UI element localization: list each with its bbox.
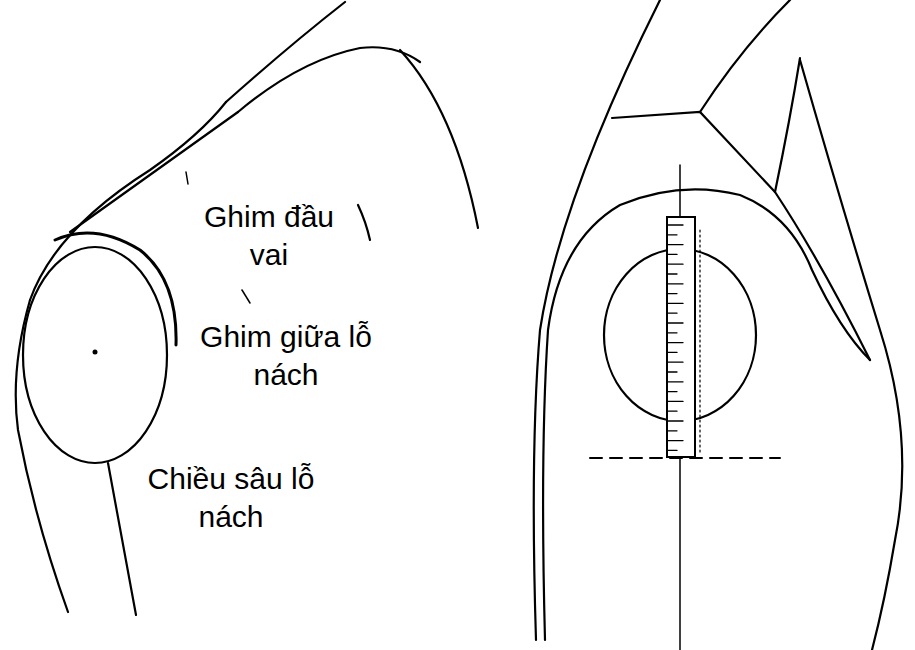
ruler-tick [667,273,677,274]
ruler-tick [667,342,683,343]
part-label: Ghim đầu vai [183,198,355,274]
neck-side-line [400,50,478,228]
fold-line [358,205,370,240]
ruler-tick [667,293,677,294]
ruler-tick [667,254,677,255]
body-line [534,0,660,640]
ruler-tick [667,362,683,363]
ruler-tick [667,371,677,372]
neck-side-line [775,58,800,192]
ruler-tick [667,450,677,451]
armhole [23,247,167,463]
ruler-tick [667,381,683,382]
armhole-outer [548,189,870,360]
body-line [800,60,902,650]
ruler-tick [667,283,683,284]
ruler [667,217,695,457]
ruler-tick [667,332,677,333]
armhole-pin-arc [55,233,176,345]
ruler-tick [667,313,677,314]
ruler-tick [667,303,683,304]
ruler-tick [667,440,683,441]
collar-line [612,112,775,192]
side-seam [108,463,136,615]
neck-line [226,2,345,102]
side-line [775,192,870,360]
ruler-tick [667,411,677,412]
ruler-tick [667,264,683,265]
ruler-tick [667,352,677,353]
part-label: Ghim giữa lỗ nách [200,318,372,394]
shoulder-seam-outer [30,102,226,300]
ruler-tick [667,420,683,421]
dotted-line [699,230,700,455]
ruler-tick [667,430,677,431]
body-line [543,330,548,640]
center-dot [93,350,98,355]
part-label: Chiều sâu lỗ nách [145,460,317,536]
neck-line [700,0,790,112]
ruler-tick [667,391,677,392]
ruler-tick [667,322,683,323]
ruler-tick [667,244,683,245]
ruler-tick [667,401,683,402]
ruler-tick [667,224,683,225]
collar-line [238,47,420,112]
ruler-tick [667,234,677,235]
ruler-ticks [667,225,683,450]
leader-line [242,290,250,303]
sleeve-line [16,300,68,612]
leader-line [186,172,188,184]
